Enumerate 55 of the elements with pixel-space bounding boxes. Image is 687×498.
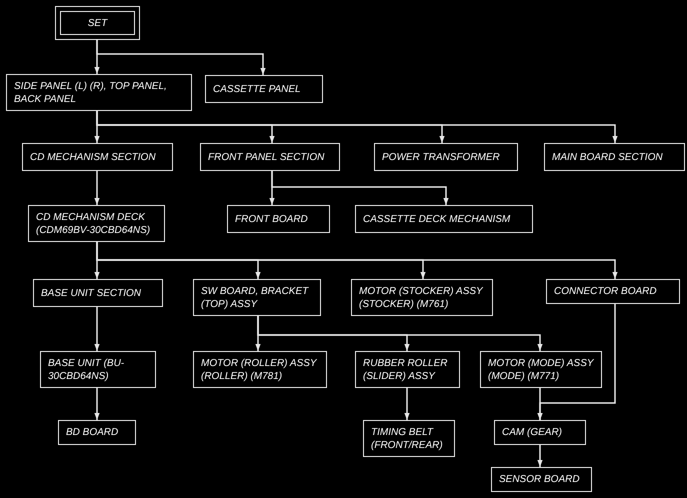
process-box <box>6 74 192 111</box>
process-box <box>193 279 321 316</box>
box-label: CONNECTOR BOARD <box>554 285 657 298</box>
box-label: POWER TRANSFORMER <box>382 150 500 164</box>
box-label: FRONT PANEL SECTION <box>208 150 324 164</box>
connector-arrow <box>257 316 543 351</box>
box-label: CASSETTE PANEL <box>213 82 301 96</box>
box-label: SIDE PANEL (L) (R), TOP PANEL, BACK PANEL <box>14 80 168 106</box>
box-label: SENSOR BOARD <box>499 473 580 486</box>
box-label: CD MECHANISM DECK (CDM69BV-30CBD64NS) <box>36 210 152 236</box>
box-label: BD BOARD <box>66 426 118 439</box>
connector-arrow <box>94 388 100 420</box>
connector-arrow <box>94 307 100 351</box>
box-label: RUBBER ROLLER (SLIDER) ASSY <box>363 356 448 382</box>
process-box <box>200 143 340 171</box>
process-box <box>193 351 327 388</box>
box-label: CAM (GEAR) <box>502 426 562 439</box>
box-label: BASE UNIT SECTION <box>41 286 142 300</box>
box-label: BASE UNIT (BU-30CBD64NS) <box>48 356 126 382</box>
box-label: CD MECHANISM SECTION <box>30 150 156 164</box>
process-box <box>205 75 323 103</box>
connector-arrow <box>271 171 449 205</box>
connector-arrow <box>537 445 543 467</box>
process-box <box>363 420 455 457</box>
process-box <box>494 420 586 445</box>
connector-arrow <box>94 171 100 205</box>
connector-arrow <box>96 242 618 279</box>
connector-arrow <box>404 388 410 420</box>
box-label: SW BOARD, BRACKET (TOP) ASSY <box>201 284 310 310</box>
box-label: CASSETTE DECK MECHANISM <box>363 212 510 226</box>
box-label: TIMING BELT (FRONT/REAR) <box>371 426 444 452</box>
box-label: MOTOR (ROLLER) ASSY (ROLLER) (M781) <box>201 356 318 382</box>
box-label: MAIN BOARD SECTION <box>552 150 663 164</box>
process-box <box>546 279 680 304</box>
process-box <box>33 279 163 307</box>
process-box <box>55 6 140 40</box>
process-box <box>227 205 330 233</box>
process-box <box>544 143 685 171</box>
process-box <box>480 351 602 388</box>
box-label: SET <box>88 16 108 30</box>
connector-arrow <box>96 40 266 75</box>
process-box <box>355 351 460 388</box>
process-box <box>355 205 533 233</box>
connector-arrow <box>96 111 618 143</box>
process-box <box>351 279 493 316</box>
process-box <box>28 205 165 242</box>
box-label: MOTOR (MODE) ASSY (MODE) (M771) <box>488 356 594 382</box>
process-box <box>22 143 173 171</box>
box-label: MOTOR (STOCKER) ASSY (STOCKER) (M761) <box>359 284 484 310</box>
box-label: FRONT BOARD <box>235 212 308 226</box>
process-box <box>491 467 592 492</box>
connector-arrow <box>537 304 616 420</box>
process-box <box>40 351 156 388</box>
process-box <box>58 420 136 445</box>
process-box <box>374 143 518 171</box>
